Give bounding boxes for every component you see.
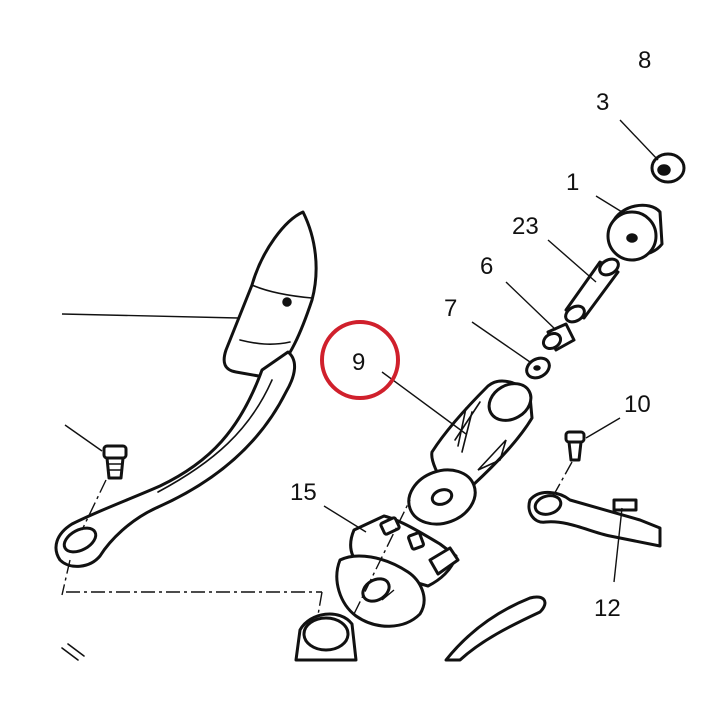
- switch-bore: [361, 577, 391, 603]
- grip-inner-end: [487, 382, 533, 422]
- callout-15: 15: [290, 479, 317, 506]
- switch-axis-line: [353, 499, 411, 615]
- callout-8-partial: 8: [638, 47, 651, 74]
- callout-6: 6: [480, 253, 493, 280]
- callout-10: 10: [624, 391, 651, 418]
- leader-9: [381, 371, 467, 435]
- leader-1: [595, 195, 623, 213]
- spacer-23: [564, 257, 620, 324]
- switch-housing: [335, 514, 460, 628]
- callout-23: 23: [512, 213, 539, 240]
- leader-7: [471, 321, 531, 363]
- leader-6: [505, 281, 557, 331]
- clutch-lever-outline: [444, 595, 547, 662]
- reservoir-screw: [282, 297, 292, 307]
- reservoir-seam: [251, 284, 313, 299]
- bar-end-cap: [650, 152, 686, 184]
- switch-knob: [407, 531, 425, 551]
- leader-15: [323, 505, 367, 533]
- lever-bolt-thread: [105, 456, 125, 480]
- callout-12: 12: [594, 595, 621, 622]
- lever-arm: [54, 350, 296, 568]
- bushing-6: [541, 322, 576, 352]
- axis-line-drop: [317, 591, 323, 616]
- callout-3: 3: [596, 89, 609, 116]
- bolt-leader-line: [64, 424, 103, 452]
- reservoir-seam-2: [239, 339, 291, 345]
- leader-3: [619, 119, 659, 161]
- callout-7: 7: [444, 295, 457, 322]
- lever-pivot-hole: [62, 526, 98, 554]
- right-lever-assembly: [527, 430, 662, 548]
- callout-9: 9: [352, 349, 365, 376]
- bushing-7: [525, 356, 551, 380]
- screw-12: [612, 498, 638, 512]
- grip-wedge-mark: [477, 439, 507, 471]
- grip-rib: [454, 401, 481, 441]
- grip-texture: [457, 407, 473, 453]
- switch-toggle: [428, 546, 460, 576]
- leader-10: [585, 417, 621, 439]
- axis-line-vertical: [61, 559, 71, 596]
- grip-bore: [430, 488, 454, 506]
- bar-end-weight: [606, 203, 664, 262]
- lever-leader-line: [61, 313, 239, 319]
- lever-bolt-head: [102, 444, 128, 460]
- highlight-ring: [320, 320, 400, 400]
- callout-1: 1: [566, 169, 579, 196]
- lever-edge: [157, 379, 273, 493]
- screw-10-thread: [567, 440, 583, 462]
- bolt-axis-line: [81, 479, 107, 531]
- leader-12: [613, 507, 623, 583]
- handlebar-grip: [407, 379, 534, 526]
- leader-23: [547, 239, 597, 283]
- brake-lever-assembly: [54, 210, 318, 568]
- reservoir-body: [222, 210, 318, 380]
- master-cylinder-clamp: [61, 612, 358, 662]
